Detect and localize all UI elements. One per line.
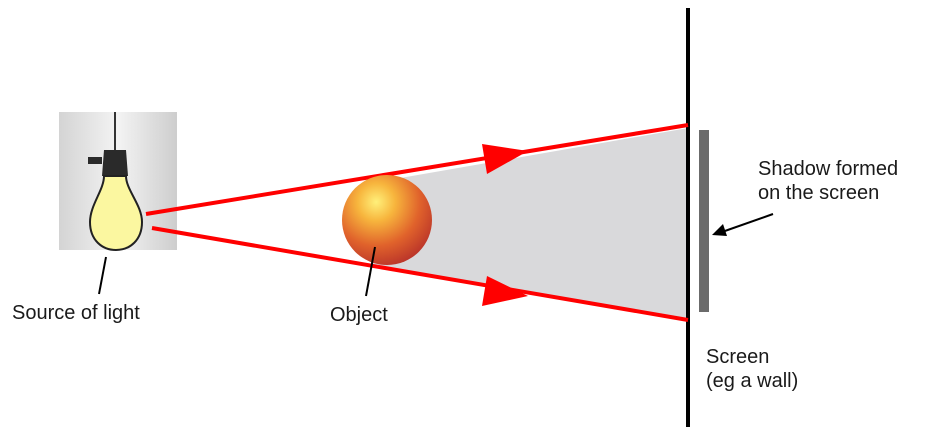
upper-light-ray [145,123,689,216]
object-pointer-line [365,246,376,297]
shadow-region [372,128,688,318]
bulb-icon [88,175,144,252]
shadow-label-line-2: on the screen [758,182,880,204]
bulb-socket [102,150,128,176]
object-label: Object [330,304,388,326]
source-pointer-line [98,256,107,295]
screen-label-line-2: (eg a wall) [706,370,799,392]
object-ball [342,175,432,265]
screen-label-line-1: Screen [706,346,770,368]
source-of-light-label: Source of light [12,302,140,324]
shadow-pointer-line [721,213,774,233]
bulb-switch [88,157,102,164]
shadow-on-screen [699,130,709,312]
upper-ray-arrowhead [482,144,528,174]
shadow-label-line-1: Shadow formed [758,158,899,180]
shadow-label: Shadow formed on the screen [758,157,898,205]
screen-label: Screen (eg a wall) [706,345,798,393]
lower-ray-arrowhead [482,276,528,306]
lower-light-ray [151,226,689,322]
shadow-pointer-arrowhead [712,224,727,236]
